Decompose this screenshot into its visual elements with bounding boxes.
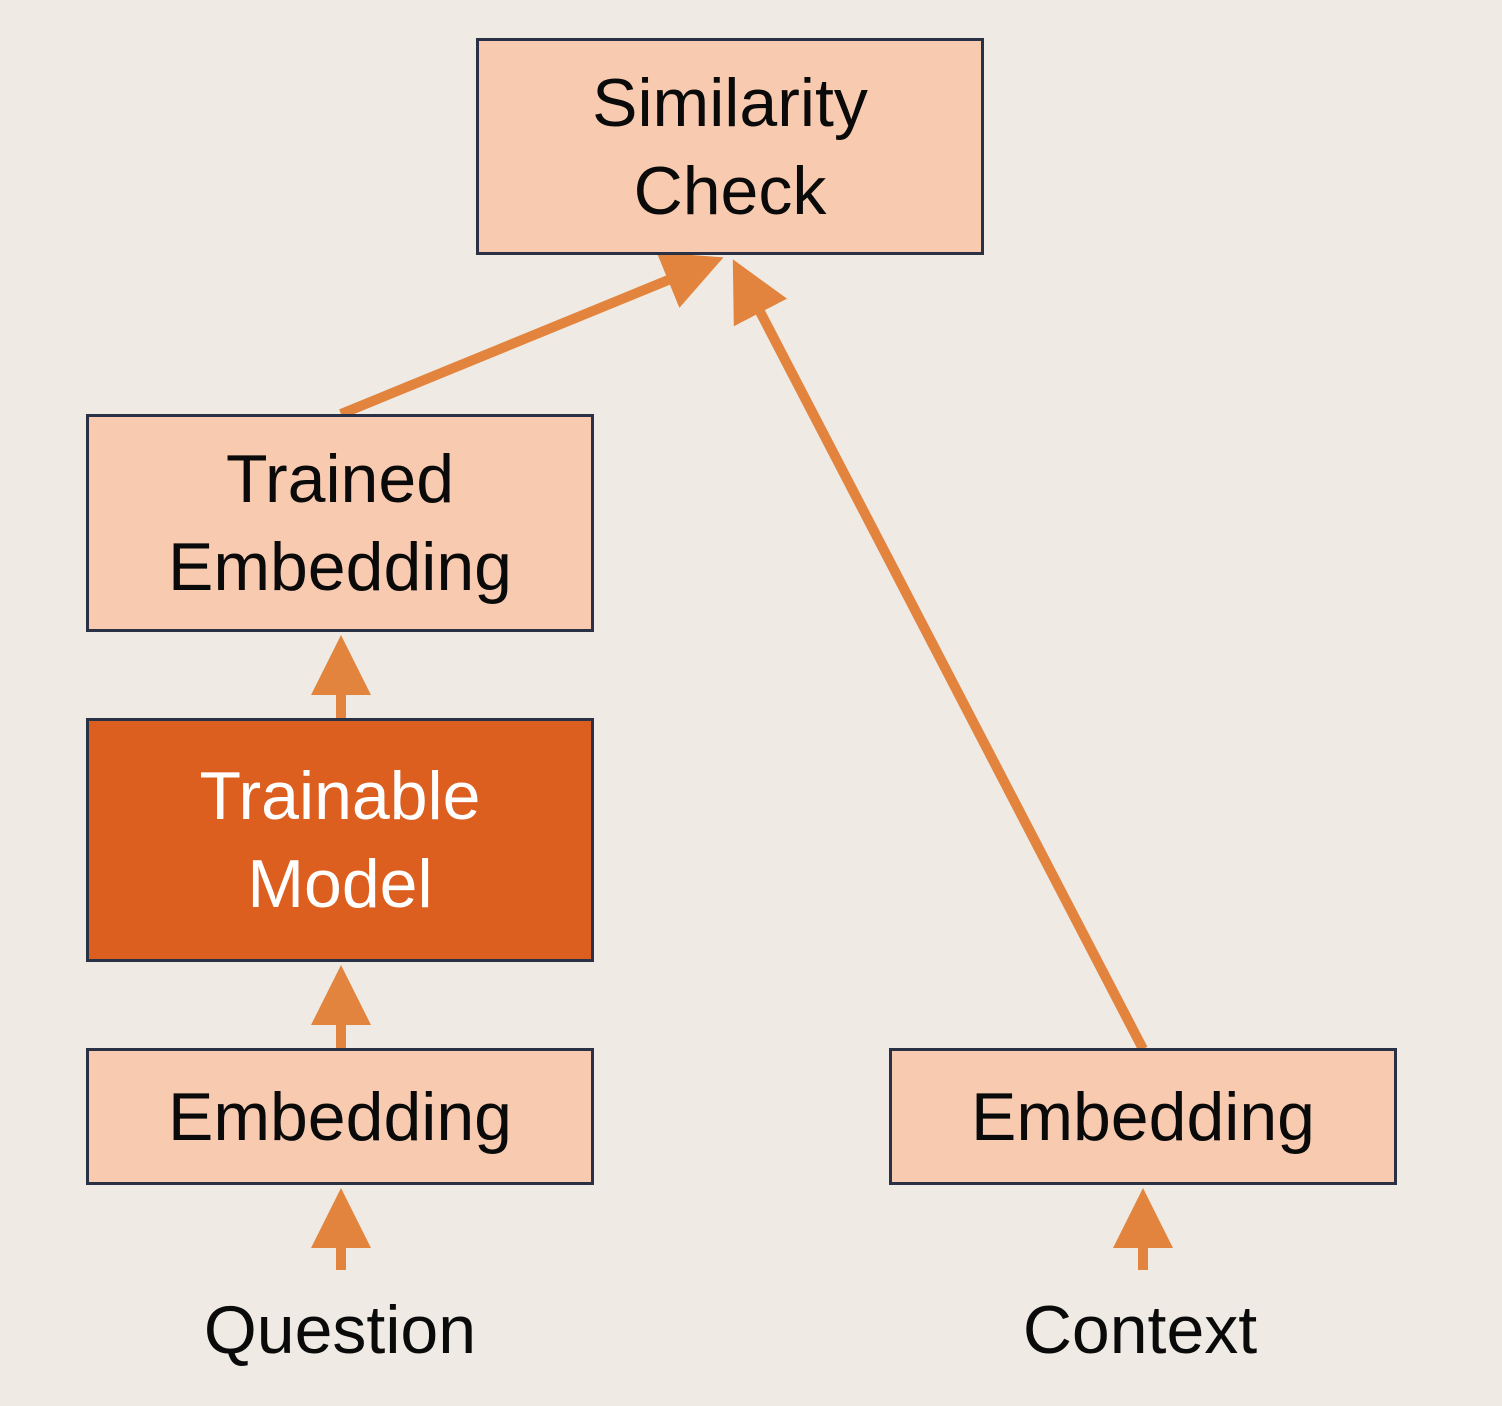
trained-embedding-line1: Trained [225, 441, 455, 517]
similarity-check-node: Similarity Check [476, 38, 984, 255]
similarity-check-line1: Similarity [592, 64, 868, 141]
trainable-model-line2: Model [247, 846, 433, 922]
trained-embedding-node: Trained Embedding [86, 414, 594, 632]
question-embedding-label: Embedding [167, 1078, 513, 1155]
trainable-model-node: Trainable Model [86, 718, 594, 962]
arrow-trained-embedding-to-similarity-check [339, 252, 724, 419]
arrow-context-embedding-to-similarity-check [732, 259, 1148, 1052]
trainable-model-line1: Trainable [199, 758, 481, 834]
context-embedding-label: Embedding [970, 1078, 1316, 1155]
question-embedding-node: Embedding [86, 1048, 594, 1185]
context-embedding-node: Embedding [889, 1048, 1397, 1185]
trained-embedding-line2: Embedding [167, 529, 513, 605]
context-input-label: Context [1022, 1292, 1258, 1368]
question-input-label: Question [203, 1292, 477, 1368]
similarity-check-line2: Check [633, 152, 827, 229]
